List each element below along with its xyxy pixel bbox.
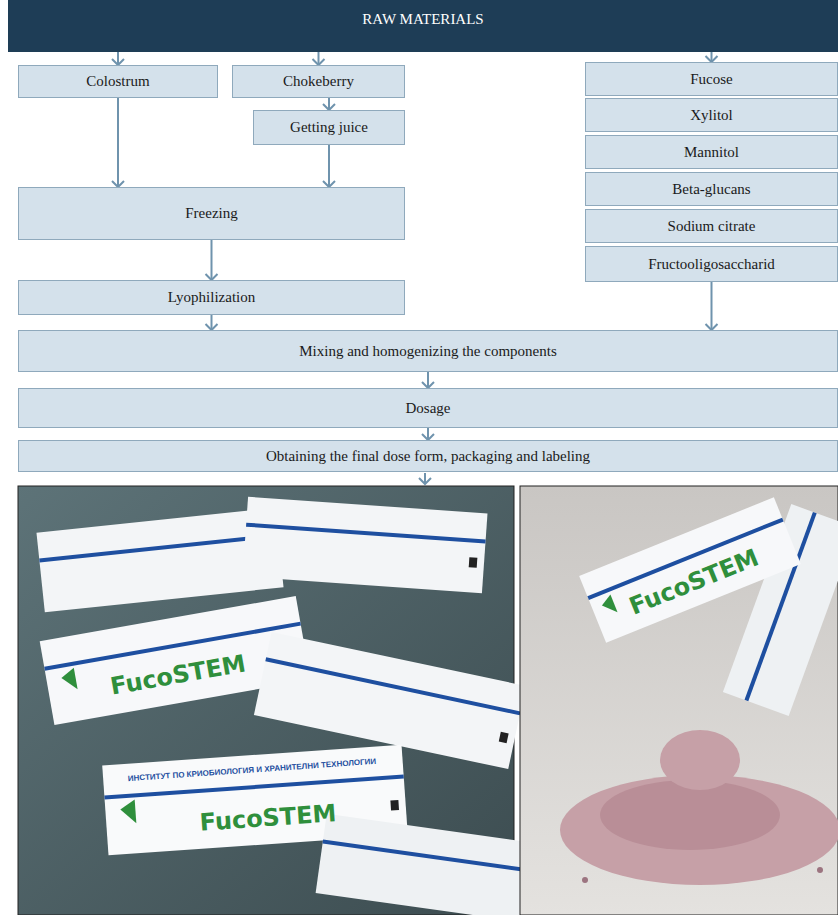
- arrow-to-photo: [419, 473, 431, 484]
- flow-arrow: [313, 52, 325, 65]
- ingredient-box: Sodium citrate: [585, 209, 838, 243]
- box-label: Sodium citrate: [662, 217, 762, 236]
- brand-label: FucoSTEM: [199, 799, 338, 836]
- institute-label: ИНСТИТУТ ПО КРИОБИОЛОГИЯ И ХРАНИТЕЛНИ ТЕ…: [128, 757, 377, 783]
- flow-arrow: [112, 52, 124, 65]
- process-box: Getting juice: [253, 110, 405, 145]
- band-title: RAW MATERIALS: [356, 10, 489, 29]
- flow-arrow: [706, 52, 718, 62]
- box-label: Getting juice: [284, 118, 374, 137]
- box-label: Lyophilization: [162, 288, 262, 307]
- flow-arrow: [112, 98, 124, 187]
- box-label: Fructooligosaccharid: [642, 255, 781, 274]
- flow-arrow: [422, 372, 434, 388]
- ingredient-box: Fucose: [585, 62, 838, 96]
- process-box: Obtaining the final dose form, packaging…: [18, 440, 838, 472]
- box-label: Dosage: [400, 399, 457, 418]
- ingredient-box: Beta-glucans: [585, 172, 838, 206]
- flow-arrow: [323, 98, 335, 110]
- box-label: Mixing and homogenizing the components: [293, 342, 562, 361]
- process-box: Dosage: [18, 388, 838, 428]
- flow-arrow: [706, 282, 718, 330]
- brand-label: FucoSTEM: [625, 543, 762, 620]
- process-box: Chokeberry: [232, 65, 405, 98]
- box-label: Mannitol: [678, 143, 745, 162]
- process-box: Colostrum: [18, 65, 218, 98]
- box-label: Obtaining the final dose form, packaging…: [260, 447, 596, 466]
- header-band: RAW MATERIALS: [8, 0, 838, 52]
- flow-arrow: [422, 428, 434, 440]
- ingredient-box: Fructooligosaccharid: [585, 246, 838, 282]
- box-label: Beta-glucans: [666, 180, 756, 199]
- flow-arrow: [206, 315, 218, 330]
- box-label: Colostrum: [80, 72, 155, 91]
- flow-arrow: [323, 145, 335, 187]
- box-label: Freezing: [179, 204, 243, 223]
- box-label: Chokeberry: [277, 72, 360, 91]
- box-label: Fucose: [684, 70, 739, 89]
- ingredient-box: Xylitol: [585, 98, 838, 132]
- box-label: Xylitol: [684, 106, 739, 125]
- process-box: Mixing and homogenizing the components: [18, 330, 838, 372]
- process-box: Freezing: [18, 187, 405, 240]
- process-box: Lyophilization: [18, 280, 405, 315]
- ingredient-box: Mannitol: [585, 135, 838, 169]
- flow-arrow: [206, 240, 218, 280]
- photo-right: [520, 486, 838, 915]
- photo-left: [18, 486, 564, 915]
- brand-label: FucoSTEM: [108, 649, 248, 700]
